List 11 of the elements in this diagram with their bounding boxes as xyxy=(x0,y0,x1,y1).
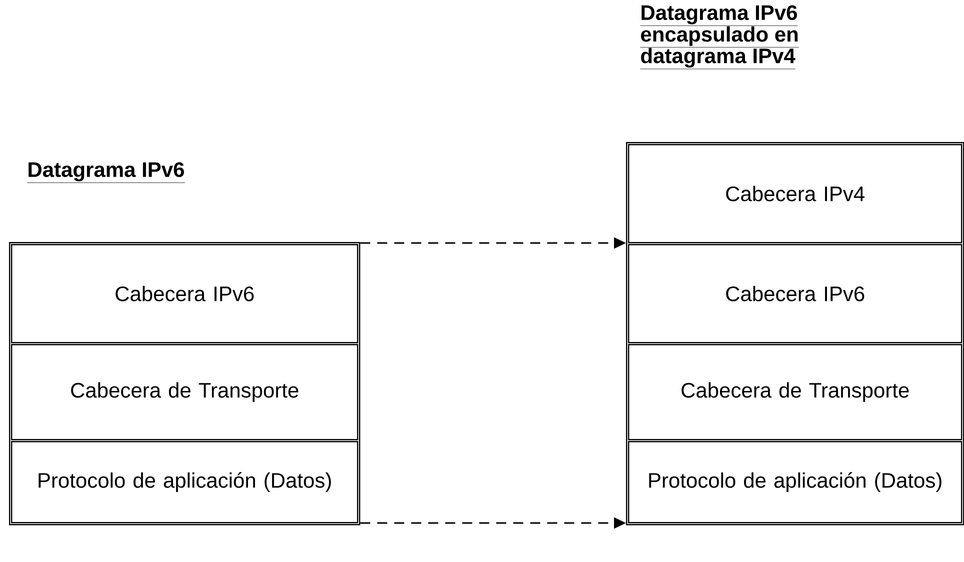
header-field: Cabecera de Transporte xyxy=(11,344,358,440)
heading: Datagrama IPv6 xyxy=(27,162,185,183)
header-field: Protocolo de aplicación (Datos) xyxy=(628,441,962,524)
header-field: Cabecera IPv6 xyxy=(628,244,962,344)
datagram-stack xyxy=(626,142,964,526)
header-field: Cabecera IPv6 xyxy=(11,244,358,344)
header-field: Protocolo de aplicación (Datos) xyxy=(11,441,358,524)
header-field: Cabecera de Transporte xyxy=(628,344,962,440)
datagram-stack xyxy=(9,242,360,526)
header-field: Cabecera IPv4 xyxy=(628,144,962,244)
heading: Datagrama IPv6 encapsulado en datagrama IPv4 xyxy=(640,5,800,70)
